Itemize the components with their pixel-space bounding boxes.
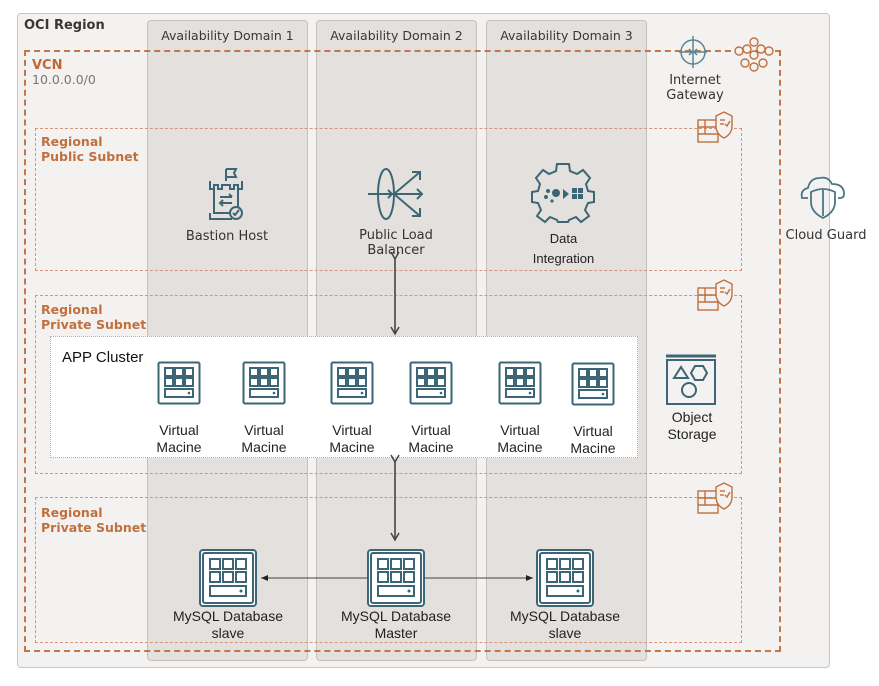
- label-line: MySQL Database: [341, 608, 451, 624]
- data-integration-label: Data Integration: [506, 230, 621, 267]
- internet-gateway-label: Internet Gateway: [650, 73, 740, 103]
- security-list-icon: [697, 279, 733, 311]
- virtual-machine-label: Virtual Macine: [222, 422, 306, 456]
- cloud-guard-label: Cloud Guard: [785, 228, 867, 243]
- mysql-database-label: MySQL Database Master: [326, 608, 466, 642]
- subnet-label-line: Public Subnet: [41, 149, 139, 164]
- virtual-machine-icon[interactable]: [330, 361, 374, 405]
- private-subnet-app-label: Regional Private Subnet: [41, 302, 146, 332]
- private-subnet-db-label: Regional Private Subnet: [41, 505, 146, 535]
- subnet-label-line: Regional: [41, 134, 103, 149]
- virtual-machine-icon[interactable]: [498, 361, 542, 405]
- mysql-database-icon[interactable]: [536, 549, 594, 607]
- object-storage-icon[interactable]: [665, 354, 717, 406]
- label-line: Macine: [156, 439, 202, 455]
- label-line: Storage: [667, 426, 717, 442]
- cloud-guard-icon[interactable]: [800, 172, 846, 220]
- bastion-host-label: Bastion Host: [185, 229, 269, 244]
- oci-region-title: OCI Region: [24, 18, 105, 33]
- app-cluster-title: APP Cluster: [62, 349, 144, 366]
- label-line: Virtual: [500, 422, 540, 438]
- availability-domain-title: Availability Domain 3: [500, 28, 633, 43]
- virtual-machine-label: Virtual Macine: [478, 422, 562, 456]
- label-line: Virtual: [332, 422, 372, 438]
- vcn-cidr: 10.0.0.0/0: [32, 72, 96, 87]
- subnet-label-line: Regional: [41, 302, 103, 317]
- virtual-machine-icon[interactable]: [242, 361, 286, 405]
- label-line: Internet: [669, 73, 721, 88]
- availability-domain-title: Availability Domain 1: [161, 28, 294, 43]
- label-line: Macine: [497, 439, 543, 455]
- mysql-database-label: MySQL Database slave: [495, 608, 635, 642]
- label-line: MySQL Database: [510, 608, 620, 624]
- virtual-machine-icon[interactable]: [157, 361, 201, 405]
- label-line: Integration: [532, 251, 595, 266]
- subnet-label-line: Private Subnet: [41, 317, 147, 332]
- label-line: Macine: [408, 439, 454, 455]
- label-line: Master: [374, 625, 418, 641]
- virtual-machine-label: Virtual Macine: [389, 422, 473, 456]
- label-line: Macine: [329, 439, 375, 455]
- mysql-database-label: MySQL Database slave: [158, 608, 298, 642]
- virtual-machine-label: Virtual Macine: [310, 422, 394, 456]
- public-subnet-label: Regional Public Subnet: [41, 134, 139, 164]
- label-line: Macine: [241, 439, 287, 455]
- subnet-label-line: Regional: [41, 505, 103, 520]
- vcn-title: VCN: [32, 58, 63, 73]
- virtual-machine-icon[interactable]: [409, 361, 453, 405]
- virtual-machine-label: Virtual Macine: [551, 423, 635, 457]
- load-balancer-icon[interactable]: [368, 166, 426, 222]
- label-line: Object: [671, 409, 713, 425]
- label-line: Gateway: [666, 88, 724, 103]
- label-line: MySQL Database: [173, 608, 283, 624]
- label-line: Public Load: [359, 228, 433, 243]
- label-line: slave: [548, 625, 582, 641]
- load-balancer-label: Public Load Balancer: [336, 228, 456, 258]
- public-subnet-boundary: [35, 128, 742, 271]
- label-line: Data: [549, 231, 578, 246]
- availability-domain-title: Availability Domain 2: [330, 28, 463, 43]
- vcn-boundary: [24, 50, 781, 652]
- private-subnet-app-boundary: [35, 295, 742, 474]
- object-storage-label: Object Storage: [650, 409, 734, 443]
- virtual-machine-label: Virtual Macine: [137, 422, 221, 456]
- bastion-host-icon[interactable]: [206, 167, 246, 223]
- label-line: Virtual: [411, 422, 451, 438]
- label-line: Macine: [570, 440, 616, 456]
- data-integration-icon[interactable]: [530, 163, 596, 225]
- virtual-machine-icon[interactable]: [571, 362, 615, 406]
- private-subnet-db-boundary: [35, 497, 742, 643]
- subnet-label-line: Private Subnet: [41, 520, 147, 535]
- label-line: slave: [211, 625, 245, 641]
- label-line: Balancer: [367, 243, 425, 258]
- vcn-route-icon: [734, 37, 774, 72]
- internet-gateway-icon: [679, 36, 707, 68]
- security-list-icon: [697, 111, 733, 143]
- mysql-database-icon[interactable]: [199, 549, 257, 607]
- label-line: Virtual: [244, 422, 284, 438]
- label-line: Virtual: [573, 423, 613, 439]
- security-list-icon: [697, 482, 733, 514]
- label-line: Virtual: [159, 422, 199, 438]
